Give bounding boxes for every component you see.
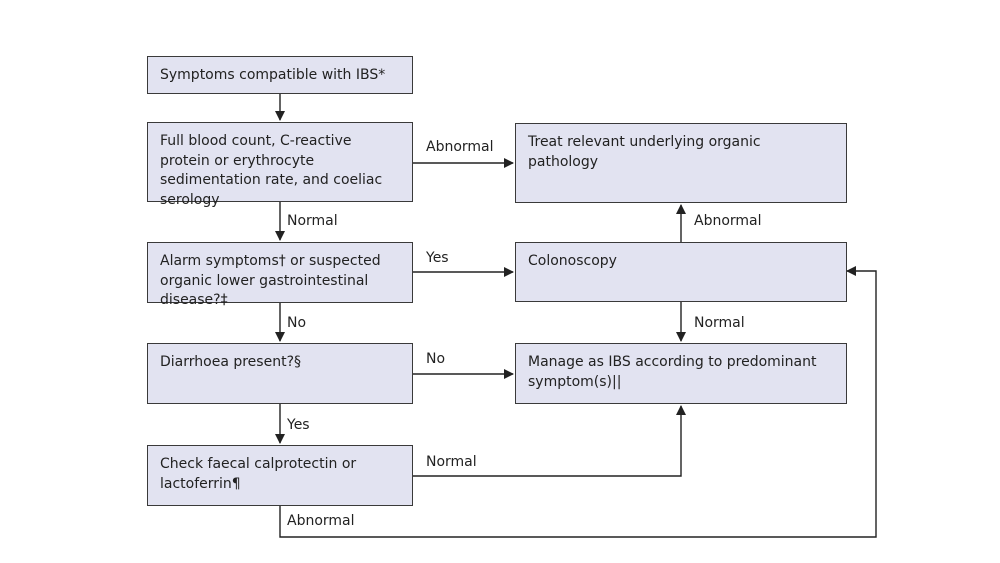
box-blood-tests-text: Full blood count, C-reactive protein or …	[160, 133, 383, 208]
box-alarm-symptoms: Alarm symptoms† or suspected organic low…	[147, 242, 413, 308]
label-diarrhoea-yes: Yes	[287, 417, 310, 433]
label-diarrhoea-no: No	[426, 351, 446, 367]
box-symptoms-text: Symptoms compatible with IBS*	[160, 67, 386, 83]
box-calprotectin: Check faecal calprotectin or lactoferrin…	[147, 445, 413, 506]
box-manage-ibs-text: Manage as IBS according to predominant s…	[528, 354, 817, 390]
label-colonoscopy-abnormal: Abnormal	[694, 213, 762, 229]
arrow-calprotectin-to-manage	[413, 405, 686, 477]
label-alarm-no: No	[287, 315, 307, 331]
box-treat-text: Treat relevant underlying organic pathol…	[528, 134, 761, 170]
arrow-calprotectin-to-colonoscopy	[279, 266, 877, 538]
label-blood-normal: Normal	[287, 213, 338, 229]
box-blood-tests: Full blood count, C-reactive protein or …	[147, 122, 413, 208]
label-alarm-yes: Yes	[426, 250, 449, 266]
box-colonoscopy-text: Colonoscopy	[528, 253, 617, 269]
label-blood-abnormal: Abnormal	[426, 139, 494, 155]
label-calprotectin-abnormal: Abnormal	[287, 513, 355, 529]
box-calprotectin-text: Check faecal calprotectin or lactoferrin…	[160, 456, 357, 492]
box-symptoms: Symptoms compatible with IBS*	[147, 56, 413, 94]
box-diarrhoea: Diarrhoea present?§	[147, 343, 413, 404]
label-colonoscopy-normal: Normal	[694, 315, 745, 331]
box-diarrhoea-text: Diarrhoea present?§	[160, 354, 301, 370]
box-treat: Treat relevant underlying organic pathol…	[515, 123, 847, 203]
label-calprotectin-normal: Normal	[426, 454, 477, 470]
box-colonoscopy: Colonoscopy	[515, 242, 847, 302]
box-alarm-symptoms-text: Alarm symptoms† or suspected organic low…	[160, 253, 381, 308]
box-manage-ibs: Manage as IBS according to predominant s…	[515, 343, 847, 404]
